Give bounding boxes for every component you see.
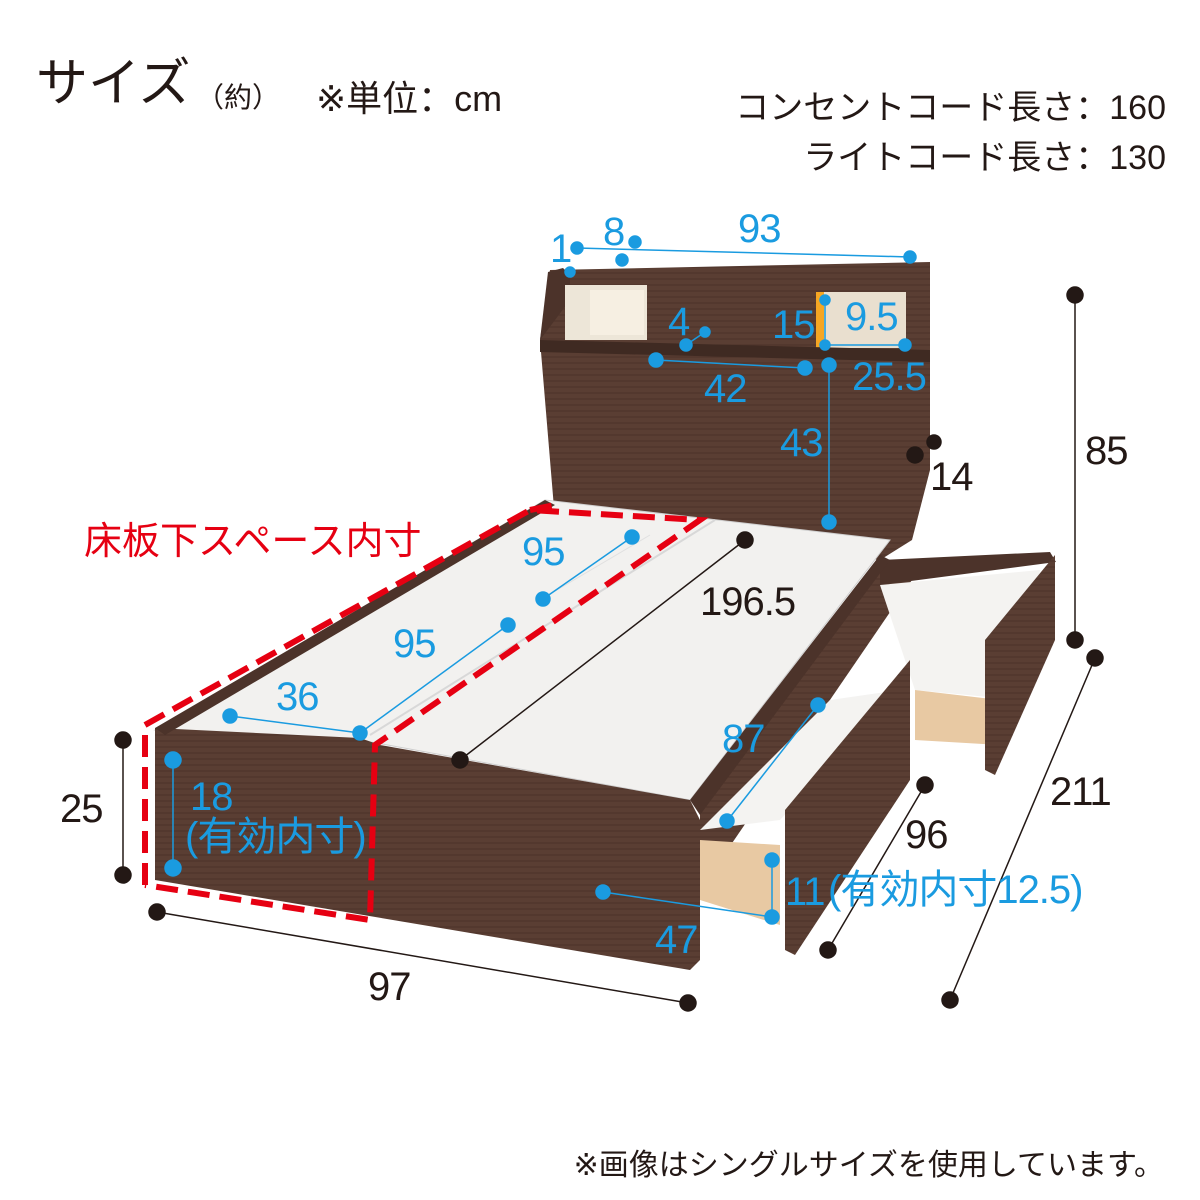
dim-drawer-extended-depth: 96	[905, 813, 948, 857]
dim-total-height: 85	[1085, 429, 1128, 473]
page-title: サイズ	[36, 55, 191, 113]
dim-under-height: 18	[190, 775, 233, 819]
blue-dimension-lines	[164, 235, 917, 925]
light-cord-length: ライトコード長さ：130	[803, 139, 1166, 177]
unit-note: ※単位：cm	[316, 78, 503, 119]
dim-total-width: 97	[368, 965, 411, 1009]
under-floor-outline	[142, 502, 709, 924]
footer-note: ※画像はシングルサイズを使用しています。	[573, 1149, 1164, 1182]
back-drawer-front	[985, 555, 1055, 775]
bed-frame-front	[155, 500, 890, 970]
dim-headboard-height-inner: 43	[780, 421, 823, 465]
dim-light-width: 9.5	[845, 295, 898, 339]
black-dimension-lines	[114, 286, 1104, 1012]
under-floor-space-label: 床板下スペース内寸	[84, 521, 422, 563]
dim-drawer-height-note: (有効内寸12.5)	[828, 868, 1083, 912]
dim-frame-height: 25	[60, 787, 103, 831]
dim-under-height-note: (有効内寸)	[185, 815, 366, 859]
dim-under-width: 36	[276, 675, 319, 719]
dim-bed-length: 196.5	[700, 580, 795, 624]
dim-light-box-width: 25.5	[852, 355, 926, 399]
dim-light-height: 15	[772, 303, 815, 347]
approximate-note: （約）	[196, 82, 281, 113]
dim-headboard-width: 93	[738, 207, 781, 251]
dim-drawer-width: 47	[655, 918, 698, 962]
headboard	[540, 262, 930, 560]
dim-under-length-1: 95	[522, 530, 565, 574]
dim-drawer-length: 87	[722, 717, 765, 761]
back-drawer-interior	[915, 690, 1000, 745]
front-drawer-interior	[700, 840, 780, 925]
dim-total-length: 211	[1050, 770, 1111, 814]
bed-side-right	[700, 552, 1056, 955]
dim-headboard-shelf-offset: 8	[603, 210, 624, 254]
dim-under-length-2: 95	[393, 622, 436, 666]
dim-shelf-depth: 4	[668, 300, 690, 344]
shelf-right-light	[816, 292, 906, 348]
front-drawer-front	[785, 660, 910, 955]
dim-drawer-height: 11	[785, 870, 825, 914]
dim-headboard-top-edge: 1	[550, 227, 571, 271]
dim-shelf-width: 42	[704, 367, 747, 411]
dim-headboard-thickness: 14	[930, 455, 973, 499]
outlet-cord-length: コンセントコード長さ：160	[735, 89, 1166, 127]
